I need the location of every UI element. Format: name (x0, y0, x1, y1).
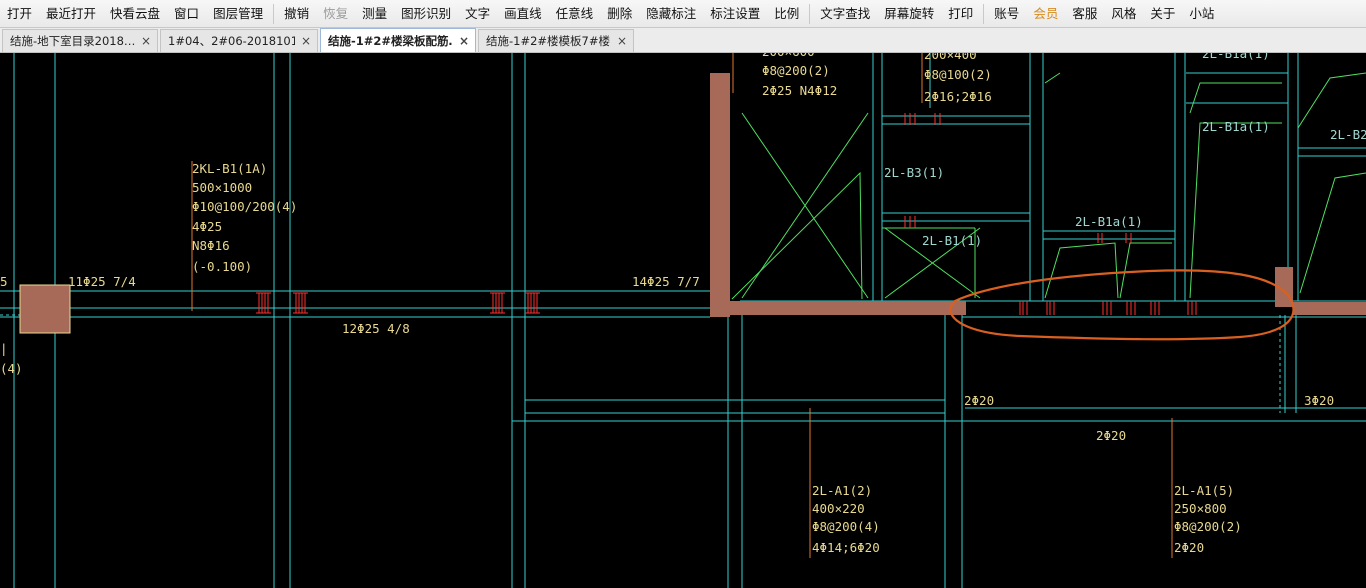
document-tab-3[interactable]: 结施-1#2#楼梁板配筋… × (320, 28, 476, 52)
toolbar-button-22[interactable]: 风格 (1111, 5, 1137, 21)
annotation-top-left-bars: 11Φ25 7/4 (68, 274, 136, 289)
annotation-b1: 2L-B1(1) (922, 233, 982, 248)
toolbar-button-21[interactable]: 客服 (1072, 5, 1098, 21)
annotation-lbl-bar1: | (0, 341, 8, 356)
toolbar-separator (983, 3, 985, 24)
annotation-a1-2-d: 4Φ14;6Φ20 (812, 540, 880, 555)
toolbar-button-3[interactable]: 窗口 (174, 5, 200, 21)
close-icon[interactable]: × (140, 34, 151, 48)
annotation-bottom-bars: 12Φ25 4/8 (342, 321, 410, 336)
annotation-a1-2-b: 400×220 (812, 501, 865, 516)
annotation-phi20-b: 3Φ20 (1304, 393, 1334, 408)
toolbar-separator (273, 3, 275, 24)
grid-lines (0, 53, 1366, 588)
concrete-walls (19, 73, 1366, 334)
toolbar-button-6[interactable]: 恢复 (323, 5, 349, 21)
annotation-top2-c: 2Φ16;2Φ16 (924, 89, 992, 104)
document-tab-4[interactable]: 结施-1#2#楼模板7#楼… × (478, 29, 634, 52)
toolbar-button-15[interactable]: 比例 (774, 5, 800, 21)
document-tab-1[interactable]: 结施-地下室目录2018… × (2, 29, 158, 52)
annotation-phi20-c: 2Φ20 (1096, 428, 1126, 443)
toolbar-button-17[interactable]: 屏幕旋转 (884, 5, 935, 21)
annotation-top1-b: Φ8@200(2) (762, 63, 830, 78)
toolbar-button-23[interactable]: 关于 (1150, 5, 1176, 21)
tab-label: 结施-1#2#楼梁板配筋… (328, 33, 453, 48)
annotation-top-right-bars: 14Φ25 7/7 (632, 274, 700, 289)
annotation-kl1-d: 4Φ25 (192, 219, 222, 234)
toolbar-separator (809, 3, 811, 24)
toolbar-button-18[interactable]: 打印 (948, 5, 974, 21)
close-icon[interactable]: × (300, 34, 311, 48)
toolbar-button-10[interactable]: 画直线 (504, 5, 542, 21)
annotation-a1-2-a: 2L-A1(2) (812, 483, 872, 498)
annotation-b1a-top: 2L-B1a(1) (1202, 53, 1270, 61)
toolbar-button-0[interactable]: 打开 (7, 5, 33, 21)
toolbar-button-5[interactable]: 撤销 (284, 5, 310, 21)
annotation-b1a-low: 2L-B1a(1) (1075, 214, 1143, 229)
toolbar-button-11[interactable]: 任意线 (555, 5, 594, 21)
annotation-kl1-c: Φ10@100/200(4) (192, 199, 297, 214)
rebar-horizontal-marks (256, 292, 540, 314)
document-tab-2[interactable]: 1#04、2#06-20181015… × (160, 29, 318, 52)
tab-label: 结施-地下室目录2018… (10, 34, 135, 48)
annotation-a1-5-b: 250×800 (1174, 501, 1227, 516)
main-toolbar: 打开最近打开快看云盘窗口图层管理 撤销恢复测量图形识别文字画直线任意线删除隐藏标注… (0, 0, 1366, 28)
annotation-kl1-b: 500×1000 (192, 180, 252, 195)
toolbar-button-8[interactable]: 图形识别 (401, 5, 452, 21)
document-tab-bar: 结施-地下室目录2018…×1#04、2#06-20181015…×结施-1#2… (0, 28, 1366, 53)
toolbar-button-4[interactable]: 图层管理 (213, 5, 264, 21)
markup-ellipse (948, 269, 1295, 341)
annotation-top1-a: 200×600 (762, 53, 815, 59)
toolbar-button-7[interactable]: 测量 (362, 5, 388, 21)
annotation-top1-c: 2Φ25 N4Φ12 (762, 83, 837, 98)
annotation-a1-5-c: Φ8@200(2) (1174, 519, 1242, 534)
slab-lines (731, 72, 1366, 300)
annotation-kl1-a: 2KL-B1(1A) (192, 161, 267, 176)
toolbar-button-2[interactable]: 快看云盘 (110, 5, 161, 21)
toolbar-button-19[interactable]: 账号 (994, 5, 1020, 21)
annotation-a1-5-a: 2L-A1(5) (1174, 483, 1234, 498)
annotation-lbl-5: 5 (0, 274, 8, 289)
annotation-lbl-4: (4) (0, 361, 23, 376)
toolbar-button-12[interactable]: 删除 (607, 5, 633, 21)
annotation-b3: 2L-B3(1) (884, 165, 944, 180)
toolbar-button-24[interactable]: 小站 (1189, 5, 1215, 21)
annotation-phi20-a: 2Φ20 (964, 393, 994, 408)
annotation-b2-edge: 2L-B2 (1330, 127, 1366, 142)
annotation-a1-2-c: Φ8@200(4) (812, 519, 880, 534)
close-icon[interactable]: × (458, 33, 469, 48)
annotation-top2-b: Φ8@100(2) (924, 67, 992, 82)
annotation-kl1-f: (-0.100) (192, 259, 252, 274)
annotation-kl1-e: N8Φ16 (192, 238, 230, 253)
toolbar-button-14[interactable]: 标注设置 (710, 5, 761, 21)
tab-label: 结施-1#2#楼模板7#楼… (486, 34, 611, 48)
center-lines (0, 314, 1281, 413)
toolbar-button-13[interactable]: 隐藏标注 (646, 5, 697, 21)
toolbar-button-20[interactable]: 会员 (1033, 5, 1059, 21)
toolbar-button-16[interactable]: 文字查找 (820, 5, 871, 21)
rebar-section-marks (258, 113, 1197, 315)
toolbar-button-1[interactable]: 最近打开 (46, 5, 97, 21)
toolbar-button-9[interactable]: 文字 (465, 5, 491, 21)
leader-lines (191, 53, 1173, 558)
close-icon[interactable]: × (616, 34, 627, 48)
annotation-a1-5-d: 2Φ20 (1174, 540, 1204, 555)
annotation-top2-a: 200×400 (924, 53, 977, 62)
tab-label: 1#04、2#06-20181015… (168, 34, 295, 48)
annotation-b1a-mid: 2L-B1a(1) (1202, 119, 1270, 134)
